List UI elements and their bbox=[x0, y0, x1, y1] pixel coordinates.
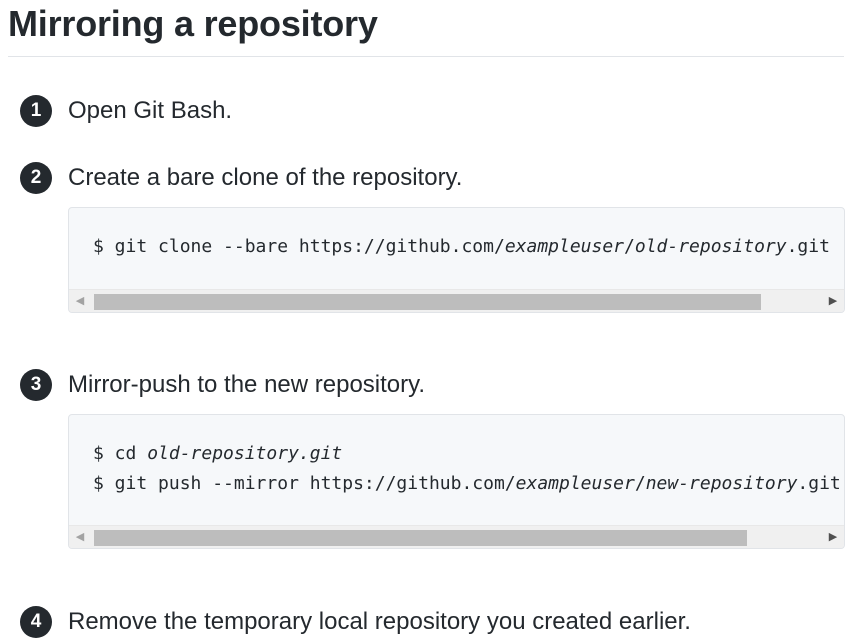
step-number-badge: 2 bbox=[20, 162, 52, 194]
step-2: 2 Create a bare clone of the repository. bbox=[20, 162, 860, 194]
code-line: $ git clone --bare https://github.com/ex… bbox=[93, 232, 830, 262]
horizontal-scrollbar[interactable]: ◀ ▶ bbox=[69, 289, 844, 312]
code-placeholder-text: .git bbox=[298, 443, 343, 464]
code-text: .git bbox=[786, 236, 830, 257]
scroll-left-arrow-icon[interactable]: ◀ bbox=[75, 295, 85, 307]
code-text: .git bbox=[797, 473, 841, 494]
code-placeholder-text: exampleuser bbox=[504, 236, 625, 257]
step-number-badge: 4 bbox=[20, 606, 52, 638]
code-placeholder-text: old-repository bbox=[147, 443, 299, 464]
step-instruction: Remove the temporary local repository yo… bbox=[68, 608, 691, 635]
code-text: $ cd bbox=[93, 443, 148, 464]
code-placeholder-text: old-repository bbox=[634, 236, 787, 257]
code-line: $ cd old-repository.git bbox=[93, 439, 841, 469]
scrollbar-thumb[interactable] bbox=[94, 294, 761, 310]
scroll-left-arrow-icon[interactable]: ◀ bbox=[75, 531, 85, 543]
horizontal-scrollbar[interactable]: ◀ ▶ bbox=[69, 525, 844, 548]
step-instruction: Create a bare clone of the repository. bbox=[68, 164, 463, 191]
code-content: $ cd old-repository.git$ git push --mirr… bbox=[93, 439, 841, 499]
code-content: $ git clone --bare https://github.com/ex… bbox=[93, 232, 830, 262]
step-1: 1 Open Git Bash. bbox=[20, 95, 860, 127]
step-number-badge: 3 bbox=[20, 369, 52, 401]
step-number-badge: 1 bbox=[20, 95, 52, 127]
code-block-mirror-push[interactable]: $ cd old-repository.git$ git push --mirr… bbox=[68, 414, 845, 549]
code-text: $ git clone --bare https://github.com/ bbox=[93, 236, 505, 257]
step-instruction: Mirror-push to the new repository. bbox=[68, 371, 426, 398]
step-instruction: Open Git Bash. bbox=[68, 97, 233, 124]
code-text: $ git push --mirror https://github.com/ bbox=[93, 473, 516, 494]
scroll-right-arrow-icon[interactable]: ▶ bbox=[828, 295, 838, 307]
code-block-bare-clone[interactable]: $ git clone --bare https://github.com/ex… bbox=[68, 207, 845, 313]
code-placeholder-text: exampleuser bbox=[515, 473, 635, 494]
code-line: $ git push --mirror https://github.com/e… bbox=[93, 469, 841, 499]
title-divider bbox=[8, 56, 844, 57]
code-placeholder-text: new-repository bbox=[645, 473, 798, 494]
code-text: / bbox=[634, 473, 646, 494]
code-text: / bbox=[624, 236, 635, 257]
page-title: Mirroring a repository bbox=[8, 3, 378, 44]
scrollbar-thumb[interactable] bbox=[94, 530, 747, 546]
step-3: 3 Mirror-push to the new repository. bbox=[20, 369, 860, 401]
step-4: 4 Remove the temporary local repository … bbox=[20, 606, 860, 638]
scroll-right-arrow-icon[interactable]: ▶ bbox=[828, 531, 838, 543]
